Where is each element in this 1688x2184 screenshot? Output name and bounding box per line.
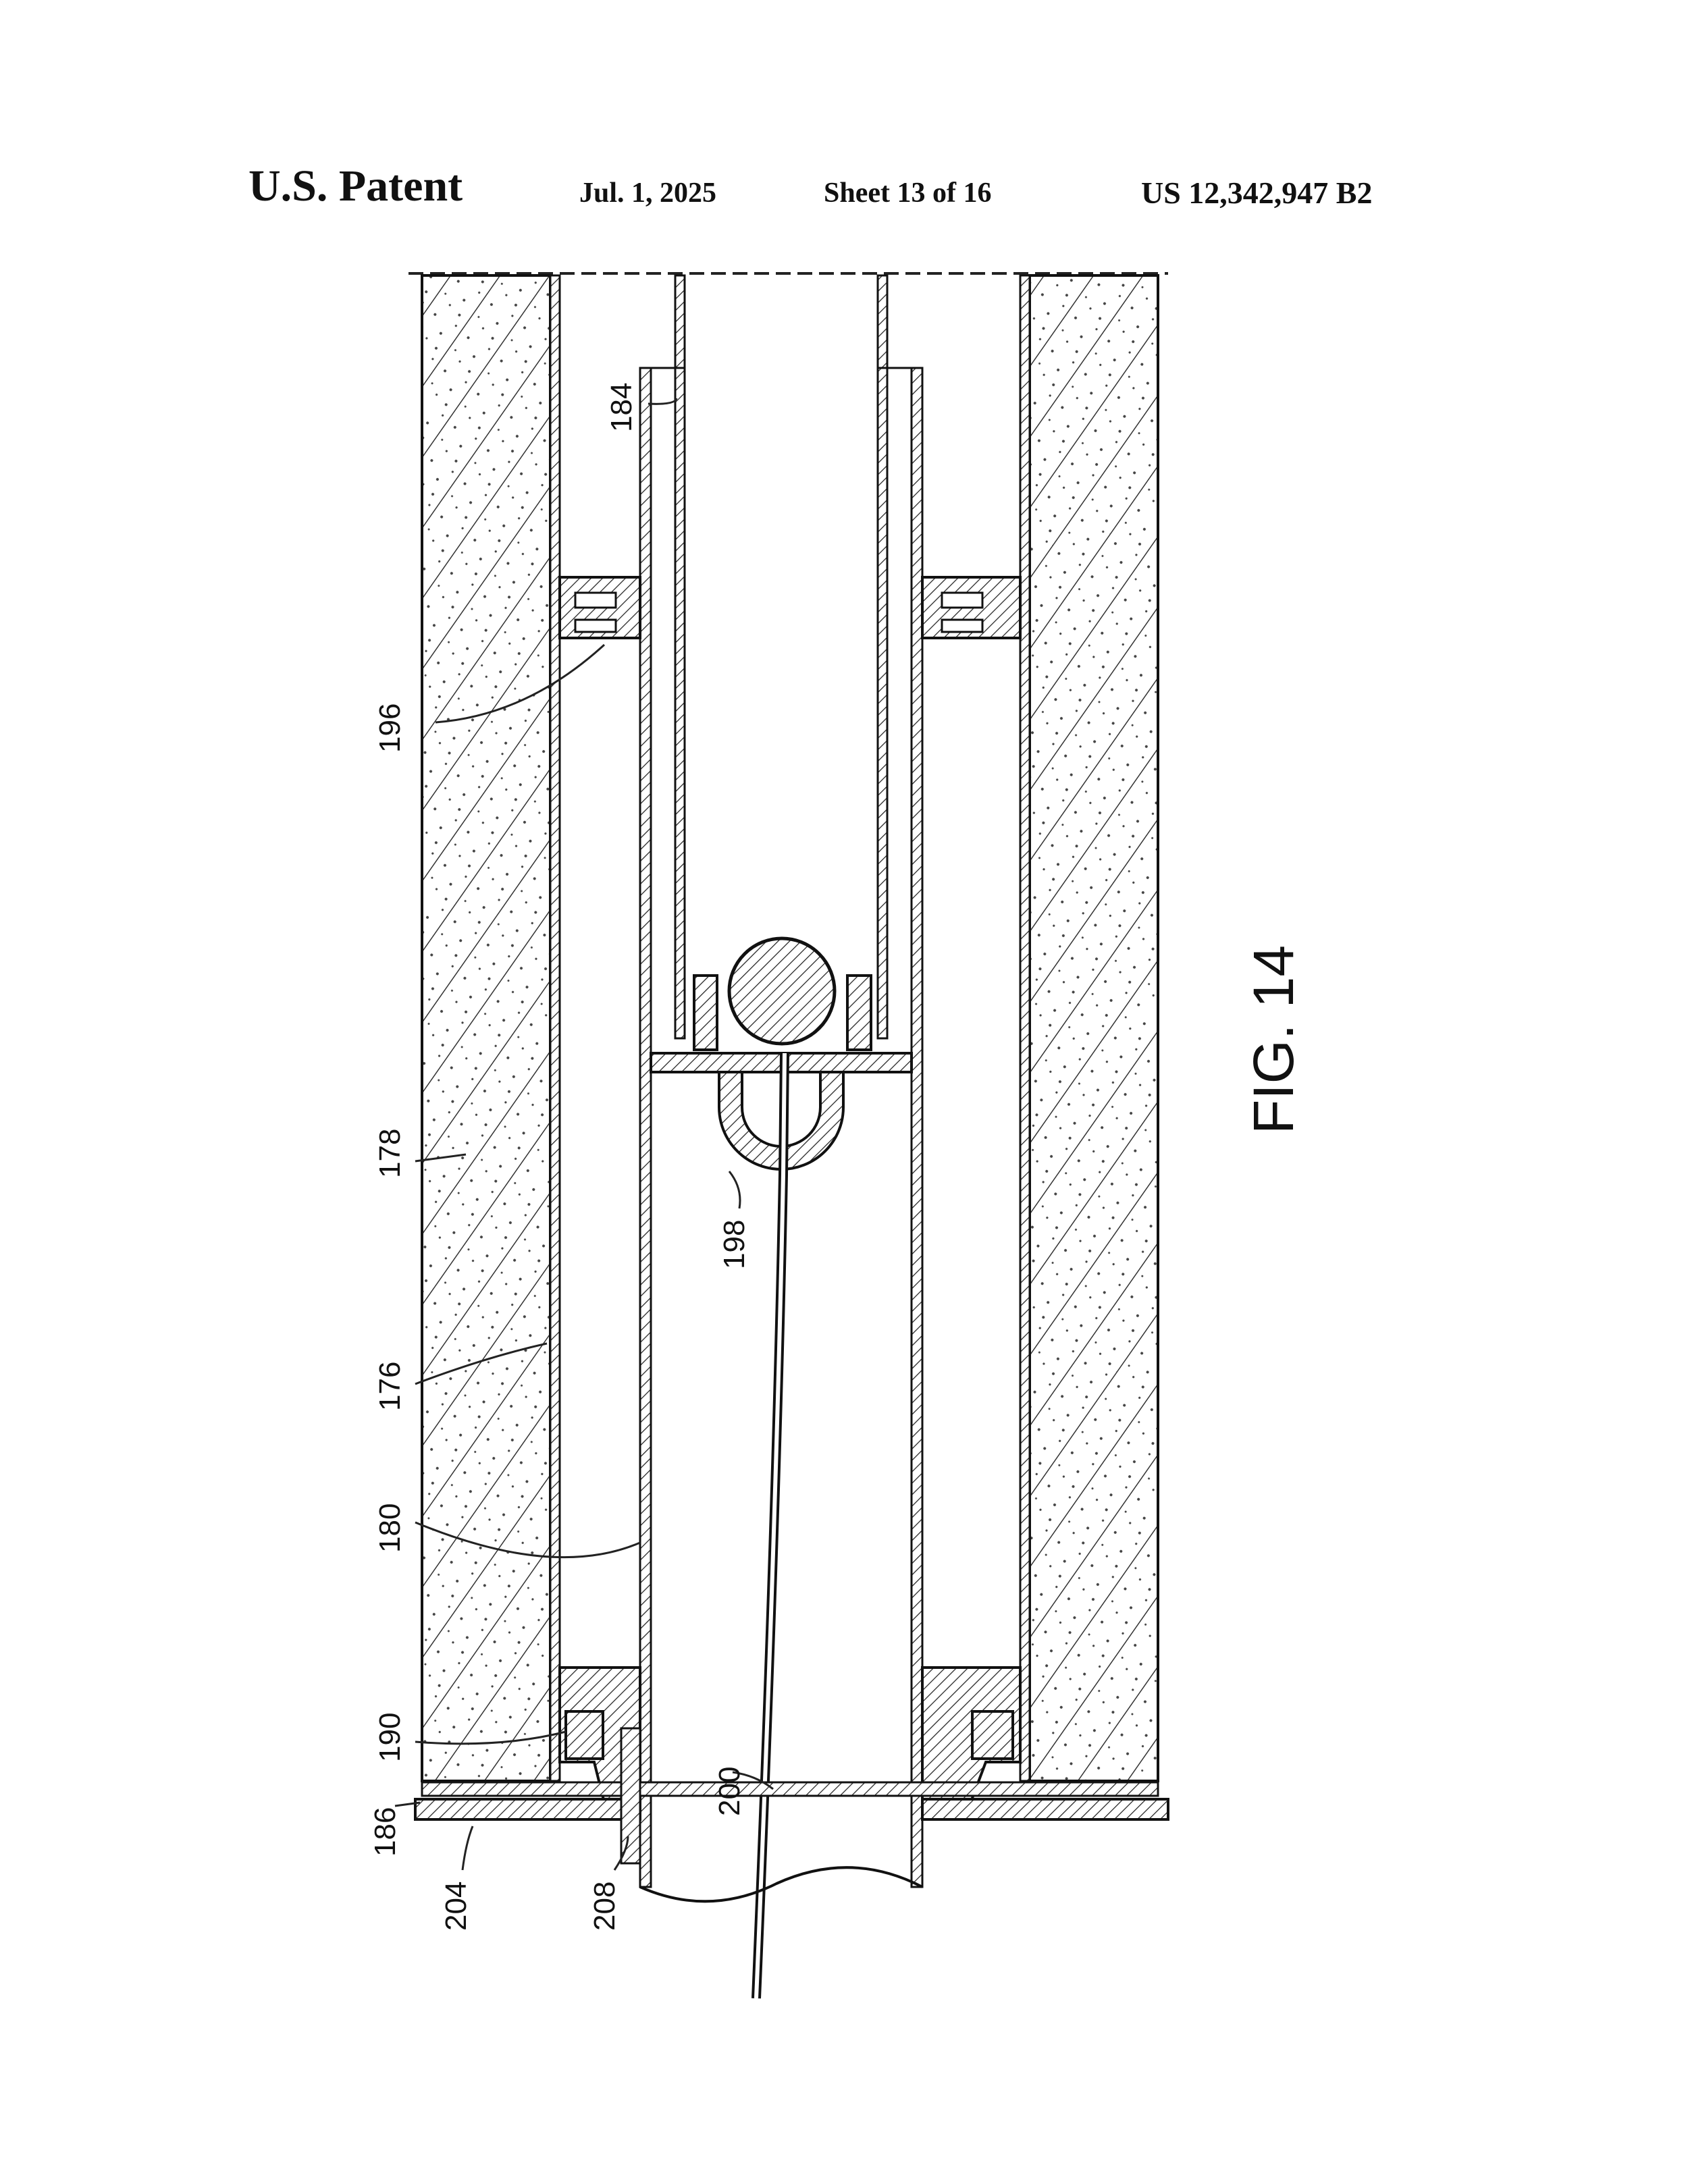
plate-186 [421,1781,1159,1797]
label-190: 190 [373,1713,406,1762]
label-186: 186 [369,1807,402,1857]
tube-180-right-wall [910,367,924,1888]
casing-right [1019,274,1031,1782]
sheet-number: Sheet 13 of 16 [824,178,992,209]
seal-190-right [921,1666,1022,1817]
insulation-left [421,274,552,1782]
label-196: 196 [373,703,406,753]
tube-break [639,1866,923,1903]
tube-184-right-wall [876,274,889,1040]
label-200: 200 [713,1767,746,1816]
patent-number: US 12,342,947 B2 [1141,176,1373,210]
label-176: 176 [373,1362,406,1411]
label-208: 208 [588,1882,621,1931]
label-178: 178 [373,1129,406,1178]
seal-196-left [558,576,641,639]
tube-184-left-wall [674,274,686,1040]
seal-196-right [921,576,1022,639]
label-204: 204 [440,1882,473,1931]
label-180: 180 [373,1503,406,1553]
label-184: 184 [605,383,638,432]
tube-180-left-wall [639,367,652,1888]
figure-caption: FIG. 14 [1242,945,1305,1134]
patent-date: Jul. 1, 2025 [579,178,717,209]
casing-left [549,274,561,1782]
insulation-right [1028,274,1159,1782]
thread-208 [620,1727,641,1865]
label-198: 198 [718,1220,751,1269]
flange-204 [414,1798,1169,1821]
patent-title: U.S. Patent [248,161,463,211]
